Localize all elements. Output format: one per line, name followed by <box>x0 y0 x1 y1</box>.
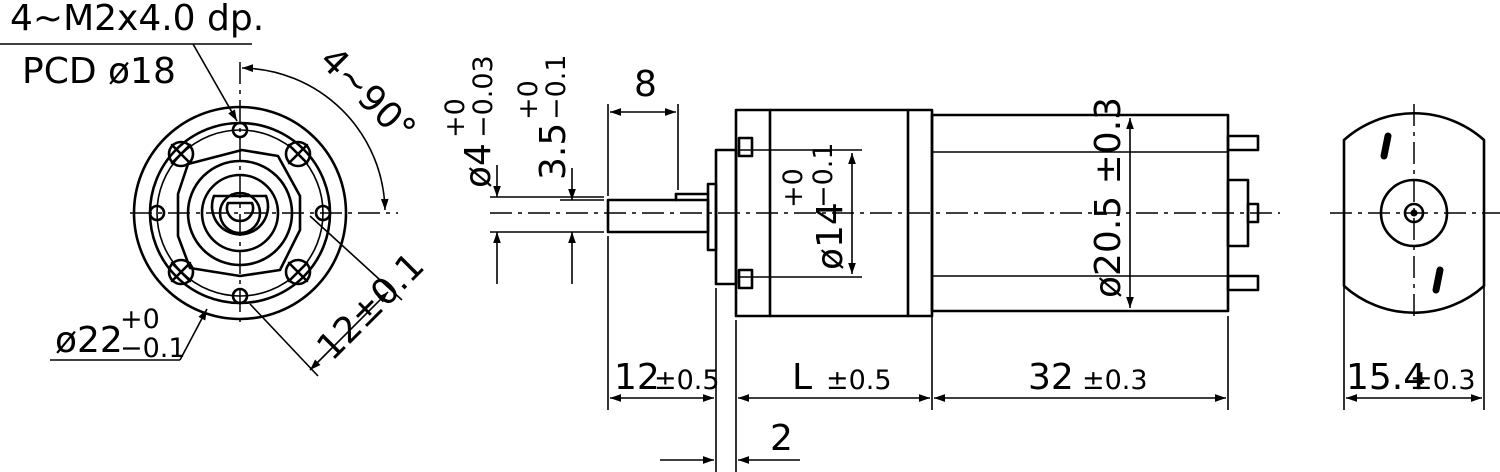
rear-bearing <box>1379 178 1449 248</box>
flat-len: 8 <box>634 64 657 105</box>
dia22-base: ø22 <box>55 320 123 361</box>
mount-hole-left <box>148 204 166 222</box>
gear-len-tol: ±0.5 <box>826 365 892 396</box>
rear-shaft-center <box>1410 209 1418 217</box>
front-view: 4~M2x4.0 dp. PCD ø18 4~90° ø22 +0 −0.1 1… <box>0 0 433 377</box>
boss <box>714 148 738 286</box>
boss-dia-base: ø14 <box>810 202 851 270</box>
shaft <box>606 198 710 234</box>
motor-dia-label: ø20.5 ±0.3 <box>1088 97 1129 298</box>
height-ext-1 <box>309 215 403 301</box>
shaft-len-base: 12 <box>614 357 660 398</box>
angle-label: 4~90° <box>312 39 424 151</box>
motor-rear-shaft <box>1246 202 1260 224</box>
dia22-lower: −0.1 <box>120 333 186 364</box>
rear-width-tol: ±0.3 <box>1410 365 1476 396</box>
screw-bottom-right <box>284 258 312 286</box>
bearing-ring <box>210 194 270 236</box>
rear-view: 15.4 ±0.3 <box>1330 104 1500 410</box>
brush-slot-top <box>1380 132 1392 160</box>
shaft-dia-lower: −0.03 <box>468 55 499 138</box>
boss-outer <box>186 159 294 267</box>
terminal-bottom <box>1226 274 1260 292</box>
flat-lower: −0.1 <box>541 54 572 120</box>
shaft-dia-upper: +0 <box>440 98 471 138</box>
terminal-top <box>1226 134 1260 152</box>
screw-top-left <box>167 140 195 168</box>
boss-inner <box>200 173 280 253</box>
side-view: ø4 +0 −0.03 3.5 +0 −0.1 8 ø14 +0 −0.1 ø2… <box>440 54 1280 472</box>
callout-leader <box>192 43 238 122</box>
screw-head-top <box>737 136 754 158</box>
dia22-leader <box>179 308 208 361</box>
shaft-dia-base: ø4 <box>458 143 499 188</box>
motor-len-tol: ±0.3 <box>1082 365 1148 396</box>
flat-upper: +0 <box>513 80 544 120</box>
boss-dia-upper: +0 <box>778 168 809 208</box>
angle-arc <box>241 64 389 211</box>
pcd-label: PCD ø18 <box>22 51 176 92</box>
boss-dia-lower: −0.1 <box>808 142 839 208</box>
height-dim-line <box>309 291 389 371</box>
mount-hole-bottom <box>231 287 249 305</box>
dia22-upper: +0 <box>120 304 160 335</box>
hole-callout: 4~M2x4.0 dp. <box>10 0 264 39</box>
height-ext-2 <box>249 303 319 377</box>
flat-base: 3.5 <box>533 123 574 180</box>
shaft-len-tol: ±0.5 <box>654 365 720 396</box>
gear-len-base: L <box>792 357 812 398</box>
screw-head-bottom <box>737 268 754 290</box>
shaft-outer <box>218 191 262 235</box>
brush-slot-bottom <box>1432 266 1444 294</box>
outer-flange <box>132 105 348 321</box>
screw-bottom-left <box>167 258 195 286</box>
pcd-circle <box>156 129 324 297</box>
rear-width-base: 15.4 <box>1346 357 1426 398</box>
rear-shaft-outer <box>1403 202 1425 224</box>
height-label: 12±0.1 <box>309 245 432 368</box>
boss-len: 2 <box>770 418 793 459</box>
motor-len-base: 32 <box>1028 357 1074 398</box>
